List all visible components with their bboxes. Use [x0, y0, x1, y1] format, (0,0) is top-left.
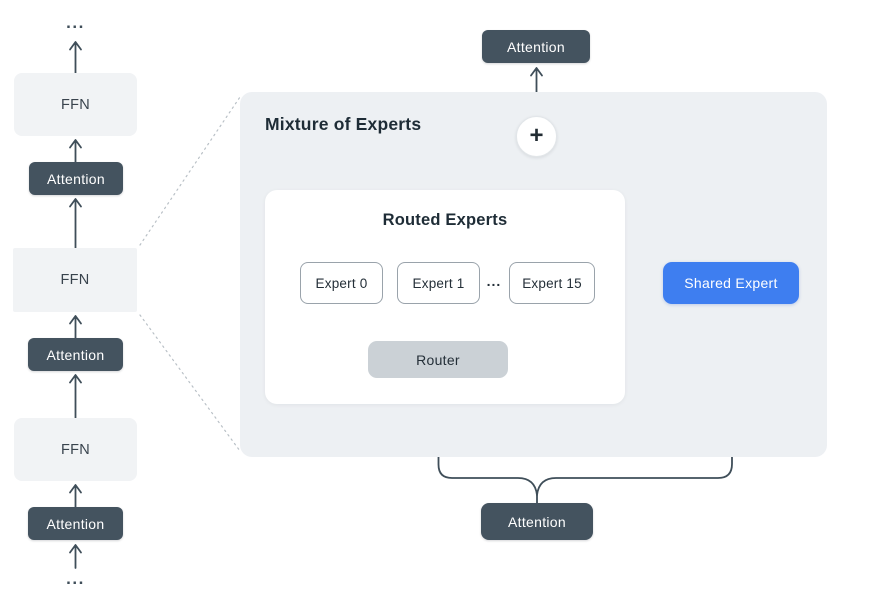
router-box: Router	[368, 341, 508, 378]
zoom-guide-dotted-line-bottom	[139, 314, 241, 452]
routed-experts-title: Routed Experts	[382, 211, 508, 229]
shared-expert-label: Shared Expert	[684, 275, 778, 291]
expert-label: Expert 15	[522, 275, 582, 291]
stack-arrow	[69, 484, 82, 508]
panel-title: Mixture of Experts	[265, 114, 422, 134]
ffn-block-label: FFN	[60, 96, 91, 113]
ffn-block-label: FFN	[60, 441, 91, 458]
expert-label: Expert 1	[412, 275, 465, 291]
attention-input-block: Attention	[481, 503, 593, 540]
ffn-block-label: FFN	[60, 272, 90, 288]
attention-block-label: Attention	[47, 170, 105, 187]
attention-block: Attention	[29, 162, 123, 195]
stack-arrow	[69, 41, 82, 74]
expert-box-15: Expert 15	[509, 262, 595, 304]
attention-input-label: Attention	[508, 513, 566, 530]
stack-continues-ellipsis-bottom: ...	[66, 569, 85, 588]
zoom-guide-dotted-line-top	[139, 96, 241, 246]
expert-box-0: Expert 0	[300, 262, 383, 304]
attention-block-label: Attention	[46, 346, 105, 363]
ffn-block: FFN	[14, 418, 137, 481]
attention-block-label: Attention	[46, 515, 105, 532]
stack-arrow	[69, 139, 82, 163]
shared-expert-box: Shared Expert	[663, 262, 799, 304]
stack-continues-ellipsis-top: ...	[66, 13, 85, 32]
ffn-block: FFN	[14, 73, 137, 136]
sum-node: +	[516, 116, 557, 157]
stack-arrow	[69, 374, 82, 419]
stack-arrow	[69, 315, 82, 339]
attention-output-label: Attention	[507, 38, 565, 55]
attention-block: Attention	[28, 338, 123, 371]
experts-ellipsis: ...	[486, 273, 502, 289]
plus-icon: +	[529, 122, 544, 149]
ffn-block-highlighted: FFN	[13, 248, 137, 312]
expert-box-1: Expert 1	[397, 262, 480, 304]
attention-block: Attention	[28, 507, 123, 540]
stack-arrow	[69, 198, 82, 249]
router-label: Router	[416, 351, 460, 368]
expert-label: Expert 0	[315, 275, 368, 291]
attention-output-block: Attention	[482, 30, 590, 63]
stack-arrow	[69, 544, 82, 569]
